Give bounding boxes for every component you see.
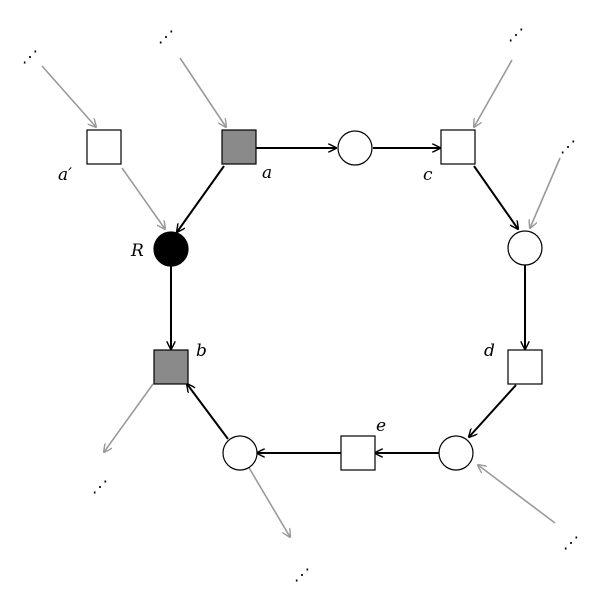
main-arcs: [171, 148, 525, 453]
gray-arcs: [41, 57, 561, 537]
arc-in-bottom-right-place: [478, 465, 556, 524]
ellipsis-marks: ⋰ ⋰ ⋰ ⋰ ⋰ ⋰ ⋰: [22, 25, 579, 584]
arc-a-prime-to-R: [121, 167, 165, 229]
arc-place-bottom-left-to-b: [187, 384, 229, 440]
arc-c-to-place-right: [473, 165, 518, 229]
node-labels: a′ a c R b d e: [58, 163, 495, 436]
arc-in-a-prime: [41, 65, 96, 127]
transition-a-prime: [86, 129, 122, 165]
transition-e: [340, 435, 376, 471]
ellipsis-bottom-left: ⋰: [92, 477, 108, 496]
ellipsis-right: ⋰: [560, 137, 576, 156]
label-e: e: [376, 416, 386, 436]
place-R: [153, 231, 189, 267]
place-right: [507, 230, 543, 266]
arc-d-to-place-bottom-right: [469, 384, 517, 437]
arc-out-b: [104, 383, 154, 452]
transition-b: [153, 349, 189, 385]
arc-in-c: [474, 59, 513, 127]
label-R: R: [130, 241, 144, 261]
label-c: c: [423, 165, 433, 185]
arc-in-a: [179, 57, 226, 127]
ellipsis-bottom-right: ⋰: [563, 533, 579, 552]
ellipsis-bottom-mid: ⋰: [294, 565, 310, 584]
label-a: a: [262, 163, 272, 183]
place-bottom-right: [438, 435, 474, 471]
transition-d: [507, 349, 543, 385]
transition-c: [440, 129, 476, 165]
label-b: b: [196, 341, 207, 361]
place-bottom-left: [222, 435, 258, 471]
arc-in-right-place: [530, 157, 561, 228]
arc-a-to-R: [177, 165, 225, 232]
ellipsis-top-left: ⋰: [22, 47, 38, 66]
nodes: [86, 129, 543, 471]
arc-out-bottom-left-place: [247, 465, 290, 537]
ellipsis-top-mid: ⋰: [158, 27, 174, 46]
place-top: [337, 130, 373, 166]
label-d: d: [484, 341, 495, 361]
ellipsis-top-right: ⋰: [508, 25, 524, 44]
transition-a: [221, 129, 257, 165]
label-a-prime: a′: [58, 165, 72, 185]
